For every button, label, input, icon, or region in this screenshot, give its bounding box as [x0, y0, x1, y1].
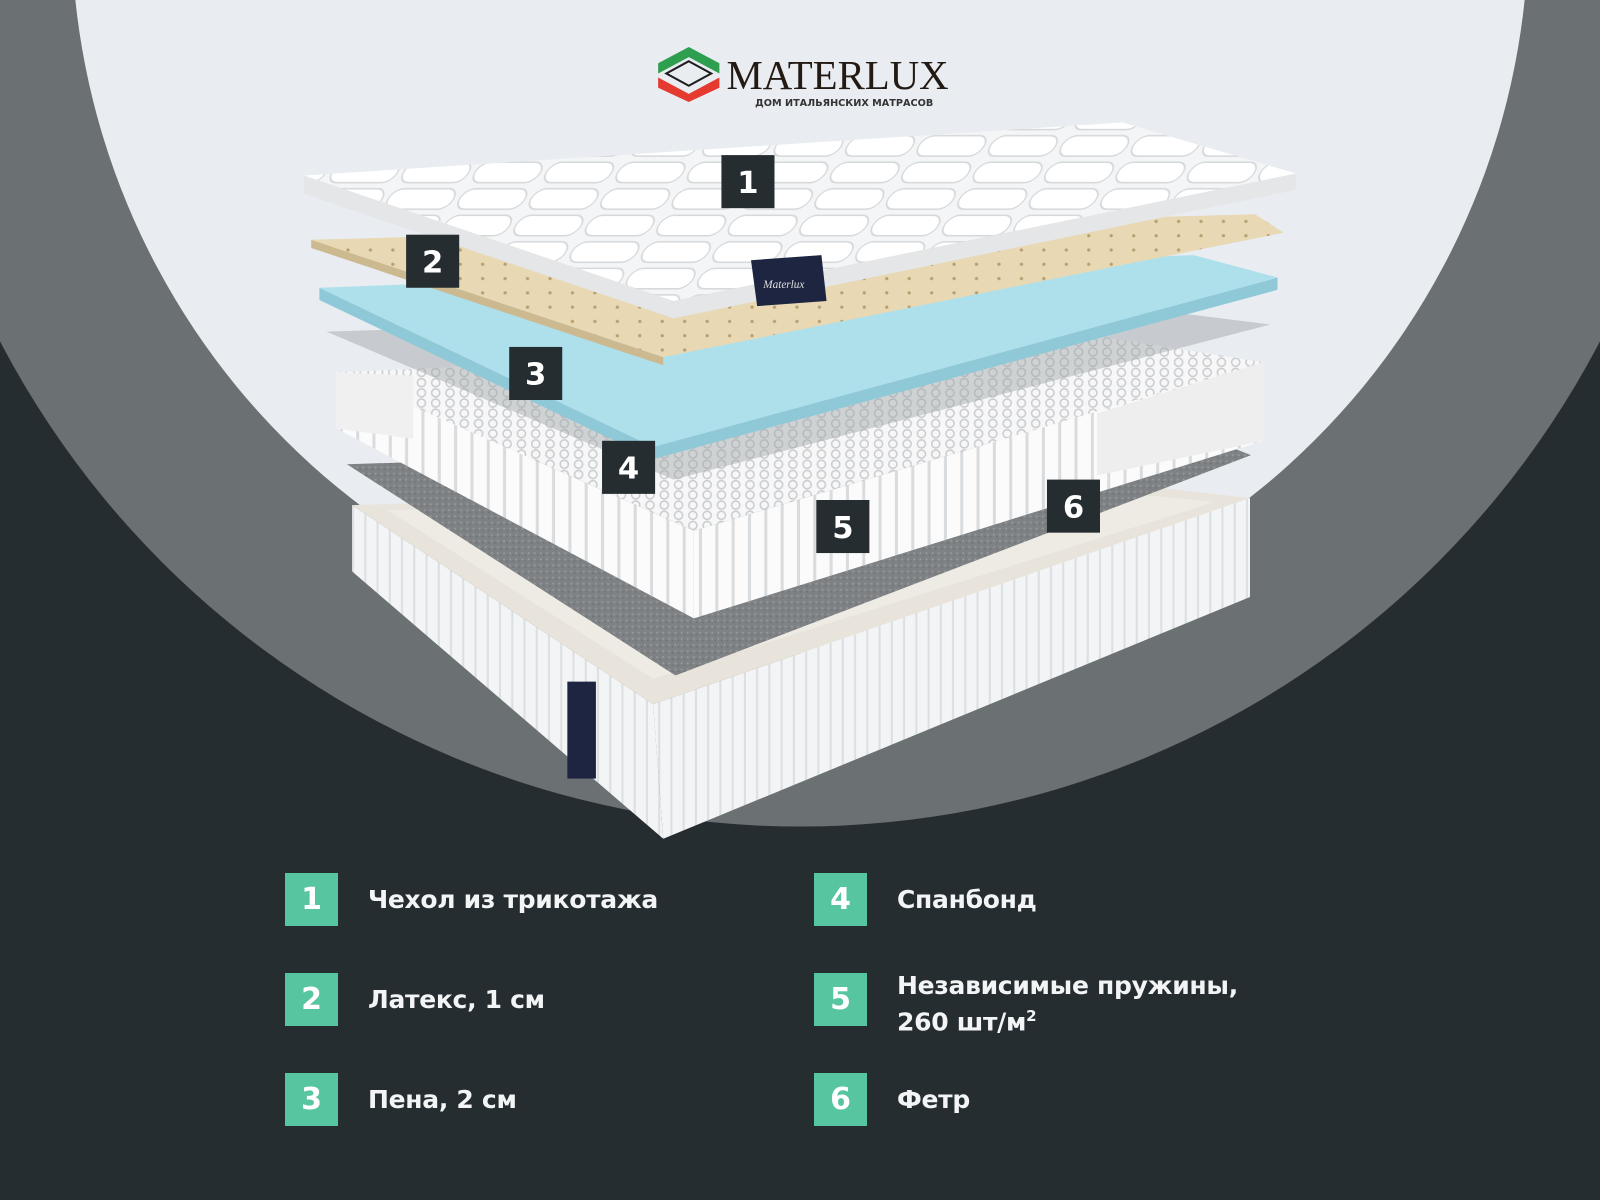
brand-tagline: ДОМ ИТАЛЬЯНСКИХ МАТРАСОВ [755, 98, 933, 109]
legend-number: 2 [285, 973, 338, 1026]
knitted-cover: Materlux [304, 122, 1296, 319]
legend-item-1: 1 Чехол из трикотажа [285, 873, 658, 926]
callout-2: 2 [406, 234, 460, 288]
callout-3: 3 [509, 346, 563, 400]
legend-item-3: 3 Пена, 2 см [285, 1073, 517, 1126]
legend-number: 4 [814, 873, 867, 926]
svg-text:5: 5 [832, 511, 853, 546]
svg-text:3: 3 [525, 358, 546, 393]
callout-1: 1 [721, 155, 775, 209]
svg-text:1: 1 [737, 166, 758, 201]
svg-text:2: 2 [422, 245, 443, 280]
legend-label: Пена, 2 см [368, 1085, 517, 1114]
callout-5: 5 [816, 500, 870, 554]
svg-text:4: 4 [618, 452, 639, 487]
cover-tag [751, 255, 827, 307]
legend-item-6: 6 Фетр [814, 1073, 970, 1126]
brand-name: MATERLUX [727, 53, 949, 98]
legend-label: Фетр [897, 1085, 970, 1114]
legend-item-5: 5 Независимые пружины, 260 шт/м2 [814, 971, 1238, 1037]
brand-logo: MATERLUX ДОМ ИТАЛЬЯНСКИХ МАТРАСОВ [658, 46, 949, 109]
callout-6: 6 [1046, 479, 1100, 533]
brand-tag [567, 681, 596, 779]
legend-number: 1 [285, 873, 338, 926]
callout-4: 4 [602, 440, 656, 494]
legend-item-4: 4 Спанбонд [814, 873, 1037, 926]
legend-label: Спанбонд [897, 885, 1037, 914]
legend-label: Независимые пружины, 260 шт/м2 [897, 971, 1238, 1037]
legend-label: Латекс, 1 см [368, 985, 545, 1014]
legend-number: 6 [814, 1073, 867, 1126]
legend-item-2: 2 Латекс, 1 см [285, 973, 545, 1026]
svg-text:6: 6 [1063, 490, 1084, 525]
legend-number: 3 [285, 1073, 338, 1126]
svg-text:Materlux: Materlux [762, 279, 804, 291]
legend-label: Чехол из трикотажа [368, 885, 658, 914]
legend-number: 5 [814, 973, 867, 1026]
